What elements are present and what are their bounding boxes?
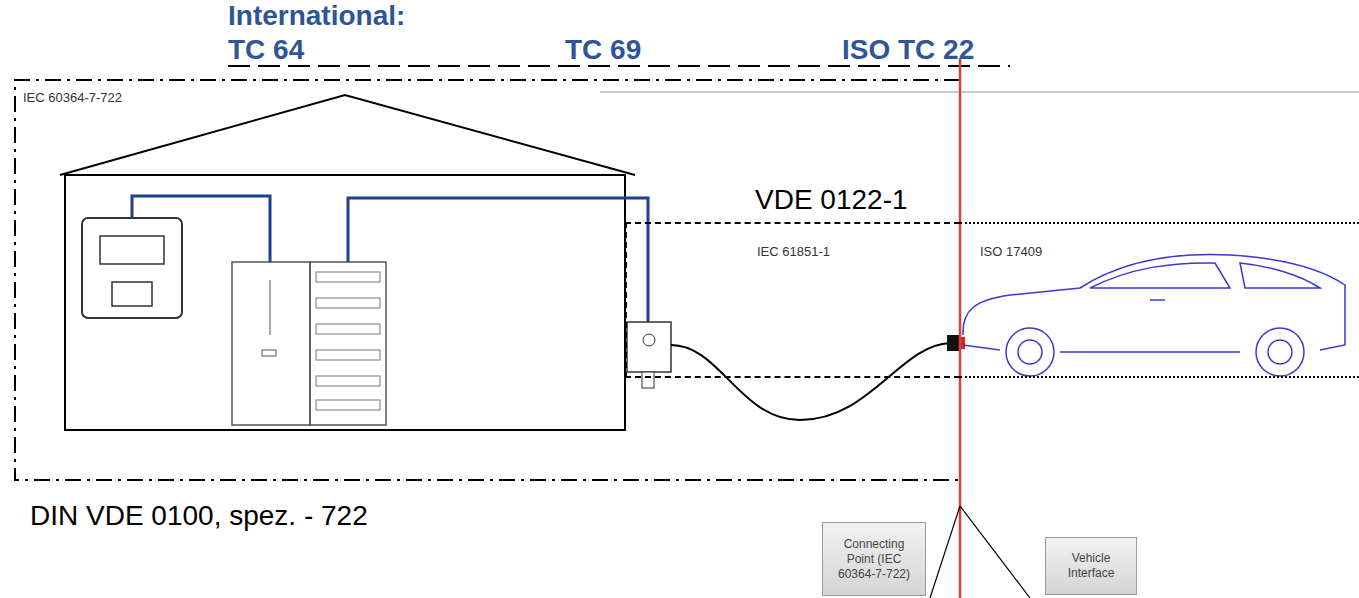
cabinet-detail bbox=[262, 350, 276, 356]
region-box: IEC 61851-1 bbox=[625, 222, 960, 378]
meter-display bbox=[100, 236, 164, 264]
leader-line bbox=[960, 506, 1030, 598]
wallbox-button bbox=[643, 334, 655, 346]
region-outline bbox=[15, 80, 960, 480]
house-roof bbox=[60, 95, 635, 175]
standard-label: DIN VDE 0100, spez. - 722 bbox=[30, 500, 368, 532]
node-text: Connecting Point (IEC 60364-7-722) bbox=[823, 533, 925, 586]
supply-wire bbox=[348, 198, 648, 322]
committee-label: ISO TC 22 bbox=[842, 34, 974, 66]
info-box: Vehicle Interface bbox=[1045, 537, 1137, 595]
standard-label: VDE 0122-1 bbox=[755, 184, 908, 216]
meter bbox=[82, 218, 182, 318]
info-box: Connecting Point (IEC 60364-7-722) bbox=[822, 522, 926, 596]
region-box: ISO 17409 bbox=[960, 222, 1359, 378]
node-text: Vehicle Interface bbox=[1046, 547, 1136, 585]
node-text: IEC 60364-7-722 bbox=[23, 90, 122, 105]
committee-label: TC 69 bbox=[565, 34, 641, 66]
meter-terminal bbox=[112, 282, 152, 306]
cabinet-detail bbox=[270, 280, 271, 335]
cabinet bbox=[232, 262, 310, 425]
house-wall bbox=[65, 175, 625, 430]
thin-line bbox=[600, 92, 1359, 93]
supply-wire bbox=[132, 196, 270, 262]
leader-line bbox=[930, 506, 960, 598]
region-box: IEC 60364-7-722 bbox=[15, 80, 960, 480]
car bbox=[963, 254, 1345, 376]
committee-label: TC 64 bbox=[228, 34, 304, 66]
node-text: ISO 17409 bbox=[980, 244, 1042, 259]
wallbox bbox=[627, 322, 671, 372]
cabinet bbox=[310, 262, 386, 425]
node-text: IEC 61851-1 bbox=[757, 244, 830, 259]
charging-cable bbox=[671, 343, 950, 420]
wallbox-holster bbox=[642, 372, 654, 388]
breaker-rows bbox=[316, 272, 380, 410]
dash-line bbox=[228, 65, 1010, 67]
heading-label: International: bbox=[228, 0, 405, 32]
